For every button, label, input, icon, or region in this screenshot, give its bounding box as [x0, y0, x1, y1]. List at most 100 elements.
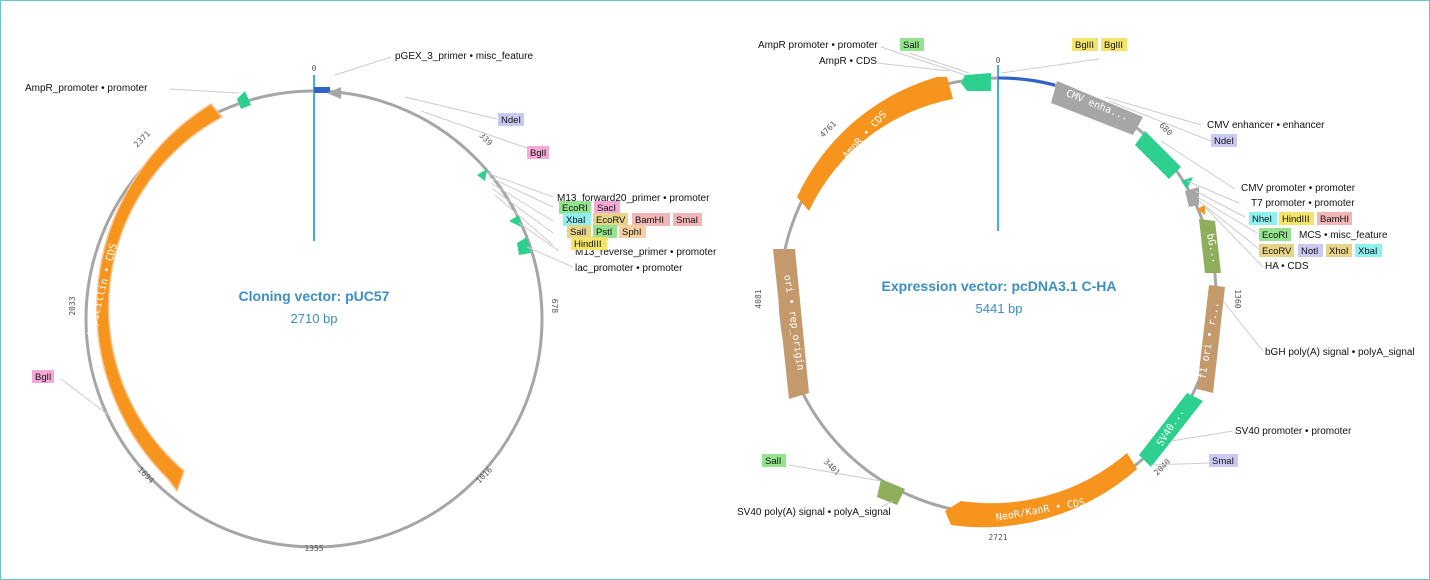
enzyme-smai[interactable]: SmaI — [1209, 454, 1238, 467]
tick-label: 0 — [996, 56, 1001, 65]
sv40-polya-glyph[interactable] — [877, 479, 905, 505]
map-size: 2710 bp — [291, 311, 338, 326]
enzyme-label: SmaI — [1212, 456, 1234, 467]
enzyme-badge — [594, 201, 620, 214]
enzyme-badge — [593, 225, 617, 238]
feature-cmv-arc[interactable] — [1051, 81, 1143, 135]
enzyme-label: BamHI — [635, 215, 664, 226]
map-size: 5441 bp — [976, 301, 1023, 316]
enzyme-label: XbaI — [566, 215, 586, 226]
cmv-promoter-arc[interactable] — [1135, 131, 1181, 179]
tick-label: 2371 — [132, 129, 152, 149]
enzyme-badge — [619, 225, 646, 238]
map-pcdna31: 0 680 1360 2040 2721 3401 4081 4761 CMV … — [737, 38, 1415, 542]
enzyme-ndei[interactable]: NdeI — [1211, 134, 1237, 147]
enzyme-badge — [1326, 244, 1352, 257]
ampr-promoter-glyph[interactable] — [961, 73, 991, 91]
annotation-t7-promoter: T7 promoter • promoter — [1251, 198, 1355, 209]
enzyme-ecori[interactable]: EcoRI — [1259, 228, 1291, 241]
tick-label: 0 — [312, 64, 317, 73]
enzyme-sali[interactable]: SalI — [567, 225, 591, 238]
enzyme-label: NdeI — [501, 115, 521, 126]
annotation-cmv-enhancer: CMV enhancer • enhancer — [1207, 120, 1325, 131]
enzyme-badge — [1317, 212, 1352, 225]
enzyme-bglii[interactable]: BglII — [1072, 38, 1098, 51]
mcs-glyph[interactable] — [1185, 187, 1199, 207]
enzyme-badge — [1211, 134, 1237, 147]
tick-label: 678 — [550, 299, 559, 314]
enzyme-ecori[interactable]: EcoRI — [559, 201, 591, 214]
annotation-sv40-polya: SV40 poly(A) signal • polyA_signal — [737, 507, 891, 518]
tick-label: 2033 — [68, 296, 77, 315]
feature-sv40-arc[interactable] — [1139, 393, 1203, 467]
enzyme-badge — [498, 113, 524, 126]
annotation-pgex: pGEX_3_primer • misc_feature — [395, 51, 533, 62]
tick-label: 1355 — [304, 544, 323, 553]
enzyme-label: SphI — [622, 227, 642, 238]
feature-ampr-arc[interactable] — [797, 77, 953, 211]
map-title: Cloning vector: pUC57 — [239, 288, 390, 304]
annotation-ampr-cds: AmpR • CDS — [819, 56, 877, 67]
enzyme-nhei[interactable]: NheI — [1249, 212, 1277, 225]
enzyme-noti[interactable]: NotI — [1298, 244, 1323, 257]
lac-promoter-glyph[interactable] — [517, 237, 531, 255]
ampr-promoter-glyph[interactable] — [237, 91, 251, 109]
enzyme-smai[interactable]: SmaI — [673, 213, 702, 226]
enzyme-badge — [593, 213, 628, 226]
t7-promoter-glyph[interactable] — [1181, 177, 1193, 189]
enzyme-ndei[interactable]: NdeI — [498, 113, 524, 126]
annotation-cmv-promoter: CMV promoter • promoter — [1241, 183, 1356, 194]
enzyme-label: SalI — [765, 456, 781, 467]
enzyme-bamhi[interactable]: BamHI — [632, 213, 670, 226]
enzyme-sali-2[interactable]: SalI — [762, 454, 786, 467]
m13-reverse-glyph[interactable] — [509, 215, 521, 227]
annotation-bgh-polya: bGH poly(A) signal • polyA_signal — [1265, 347, 1415, 358]
map-puc57: 0 339 678 1016 1355 1694 2033 2371 Ampic… — [25, 51, 717, 553]
enzyme-bamhi[interactable]: BamHI — [1317, 212, 1352, 225]
origin-cap — [314, 87, 330, 93]
feature-neor-arc[interactable] — [945, 453, 1137, 528]
enzyme-xbai[interactable]: XbaI — [1355, 244, 1382, 257]
tick-label: 1016 — [474, 465, 494, 485]
feature-f1ori-arc[interactable] — [1197, 285, 1225, 393]
feature-ampicillin-arc[interactable] — [96, 103, 224, 493]
enzyme-hindiii[interactable]: HindIII — [1279, 212, 1314, 225]
enzyme-psti[interactable]: PstI — [593, 225, 617, 238]
enzyme-label: BglI — [35, 372, 51, 383]
pgex-primer-glyph[interactable] — [327, 87, 341, 99]
enzyme-badge — [563, 213, 591, 226]
enzyme-sali[interactable]: SalI — [900, 38, 924, 51]
enzyme-xhoi[interactable]: XhoI — [1326, 244, 1352, 257]
enzyme-label: NheI — [1252, 214, 1272, 225]
enzyme-label: EcoRV — [596, 215, 626, 226]
tick-label: 1360 — [1233, 289, 1242, 308]
annotation-mcs: MCS • misc_feature — [1299, 230, 1388, 241]
annotation-m13-reverse: M13_reverse_primer • promoter — [575, 247, 717, 258]
enzyme-label: BglII — [1075, 40, 1094, 51]
enzyme-label: SalI — [570, 227, 586, 238]
enzyme-bgli[interactable]: BglI — [527, 146, 549, 159]
feature-ori-arc[interactable] — [773, 249, 809, 399]
enzyme-ecorv[interactable]: EcoRV — [1259, 244, 1294, 257]
enzyme-label: XbaI — [1358, 246, 1378, 257]
enzyme-hindiii[interactable]: HindIII — [571, 237, 607, 250]
tick-label: 4081 — [754, 289, 763, 308]
enzyme-badge — [559, 201, 591, 214]
enzyme-bglii-2[interactable]: BglII — [1101, 38, 1127, 51]
enzyme-bgli-2[interactable]: BglI — [32, 370, 54, 383]
enzyme-saci[interactable]: SacI — [594, 201, 620, 214]
feature-bgh-arc[interactable] — [1199, 219, 1221, 273]
enzyme-label: BglI — [530, 148, 546, 159]
annotation-m13-forward: M13_forward20_primer • promoter — [557, 193, 710, 204]
tick-label: 4761 — [818, 119, 838, 139]
ha-glyph[interactable] — [1197, 205, 1205, 215]
annotation-ampr-promoter: AmpR_promoter • promoter — [25, 83, 148, 94]
enzyme-label: BamHI — [1320, 214, 1349, 225]
enzyme-ecorv[interactable]: EcoRV — [593, 213, 628, 226]
m13-forward-glyph[interactable] — [477, 169, 487, 181]
enzyme-badge — [632, 213, 670, 226]
enzyme-xbai[interactable]: XbaI — [563, 213, 591, 226]
enzyme-label: SmaI — [676, 215, 698, 226]
enzyme-sphi[interactable]: SphI — [619, 225, 646, 238]
enzyme-label: XhoI — [1329, 246, 1349, 257]
